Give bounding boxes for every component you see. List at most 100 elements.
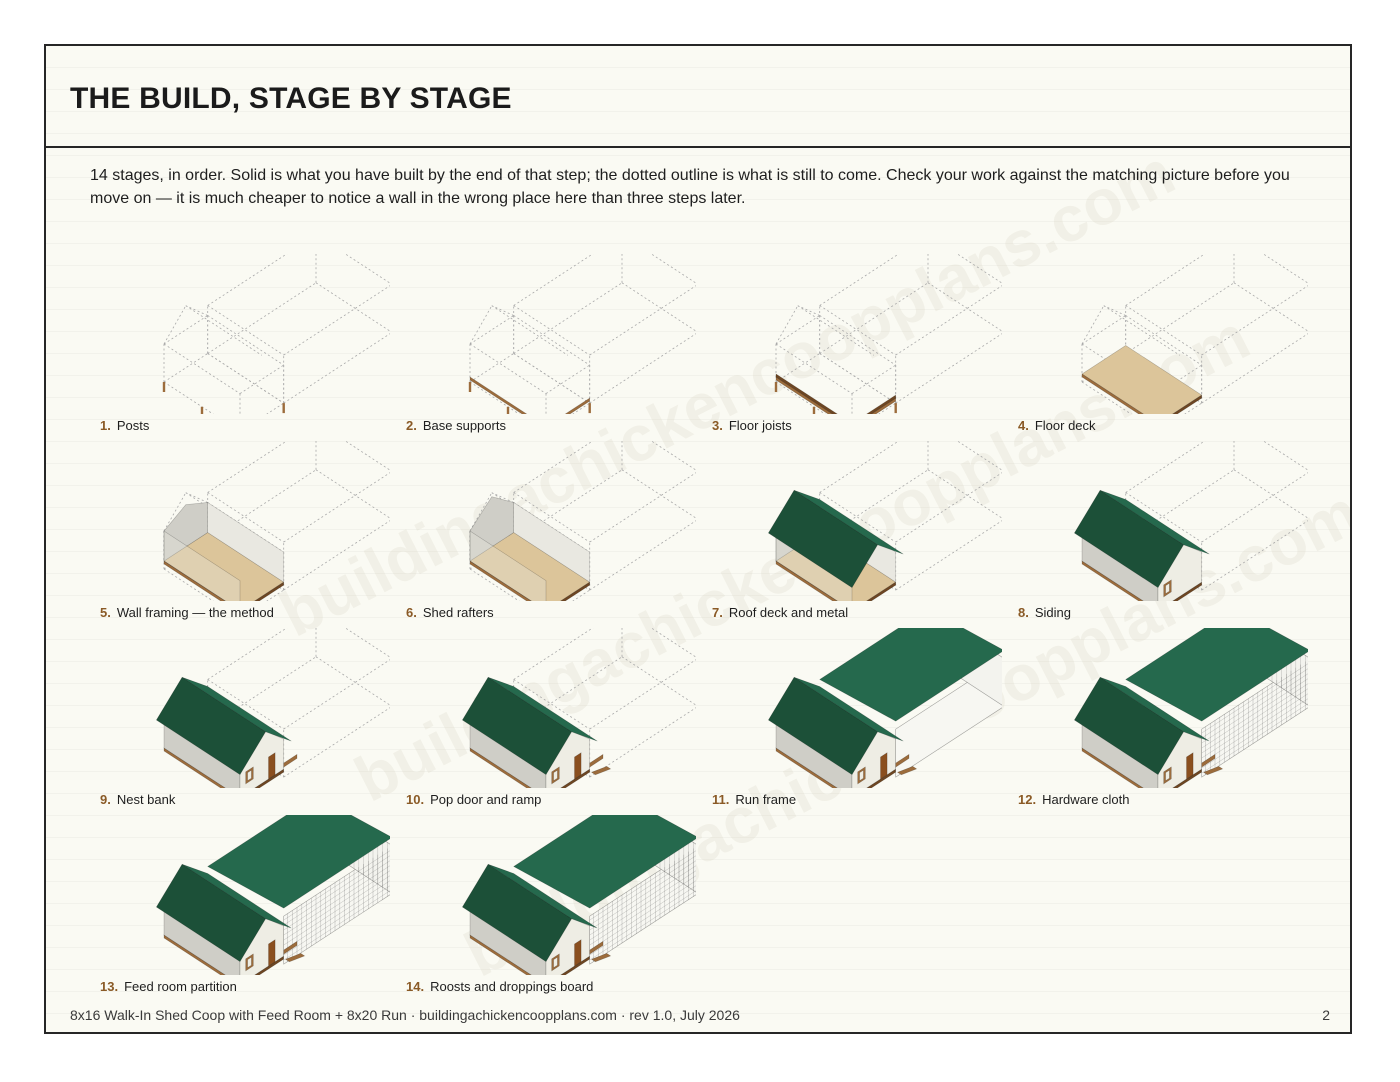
stage-number: 14. — [406, 979, 425, 994]
future-outline — [621, 469, 696, 519]
stage-8-drawing — [1073, 441, 1308, 601]
hardware-cloth-line — [283, 870, 390, 941]
future-outline — [185, 305, 208, 316]
future-outline — [513, 469, 623, 541]
roof-right-slope — [1099, 677, 1210, 742]
future-outline — [239, 364, 284, 394]
stage-label: Shed rafters — [422, 605, 494, 620]
wall-left — [163, 502, 209, 562]
pop-door-ramp — [590, 766, 612, 776]
future-outline — [163, 353, 208, 383]
future-outline — [315, 282, 390, 332]
window-pane — [553, 769, 558, 782]
stage-number: 8. — [1018, 605, 1029, 620]
future-outline — [1201, 285, 1308, 356]
stage-3: 3.Floor joists — [702, 254, 1002, 440]
future-outline — [513, 315, 590, 366]
stage-caption: 2.Base supports — [406, 418, 506, 433]
hardware-cloth-line — [1201, 663, 1308, 734]
stage-caption: 11.Run frame — [712, 792, 796, 807]
future-outline — [775, 381, 826, 414]
nest-bank — [895, 753, 910, 768]
future-outline — [895, 520, 1002, 591]
door — [268, 752, 276, 780]
stage-12: 12.Hardware cloth — [1008, 628, 1308, 814]
floor-joist-band — [775, 373, 838, 414]
stage-9: 9.Nest bank — [90, 628, 390, 814]
future-outline — [283, 333, 390, 404]
run-roof — [1125, 628, 1308, 722]
future-outline — [589, 472, 696, 543]
stage-caption: 10.Pop door and ramp — [406, 792, 541, 807]
future-outline — [469, 492, 493, 532]
run-roof — [513, 815, 696, 909]
stage-caption: 1.Posts — [100, 418, 149, 433]
future-outline — [207, 502, 284, 553]
window-pane — [247, 769, 252, 782]
door — [880, 752, 888, 780]
floor-deck-edge-side — [469, 560, 532, 601]
future-outline — [207, 469, 317, 541]
stage-number: 2. — [406, 418, 417, 433]
roof-right-slope — [1099, 490, 1210, 555]
future-outline — [513, 305, 590, 356]
floor-deck-edge-side — [163, 560, 226, 601]
page-number: 2 — [1322, 1007, 1330, 1023]
stage-caption: 13.Feed room partition — [100, 979, 237, 994]
stage-label: Posts — [116, 418, 150, 433]
stage-7-drawing — [767, 441, 1002, 601]
future-outline — [283, 707, 390, 778]
hardware-cloth-line — [589, 890, 696, 961]
future-outline — [513, 254, 594, 306]
roof-right-slope — [181, 864, 292, 929]
stage-1: 1.Posts — [90, 254, 390, 440]
nest-bank — [589, 940, 604, 955]
floor-deck-edge-front — [560, 581, 590, 601]
future-outline — [1201, 333, 1308, 404]
hardware-cloth-line — [1201, 678, 1308, 749]
future-outline — [469, 305, 493, 345]
floor-deck-edge-side — [775, 560, 838, 601]
stage-10-illustration — [461, 628, 696, 788]
window-pane — [1165, 582, 1170, 595]
future-outline — [344, 254, 390, 284]
run-roof — [819, 628, 1002, 722]
stage-10-drawing — [461, 628, 696, 788]
stage-number: 5. — [100, 605, 111, 620]
window-pane — [859, 769, 864, 782]
stage-3-drawing — [774, 254, 1002, 414]
future-outline — [185, 492, 208, 503]
future-outline — [266, 402, 284, 414]
future-outline — [797, 305, 820, 316]
roof-right-slope — [181, 677, 292, 742]
future-outline — [163, 305, 187, 345]
future-outline — [491, 305, 514, 316]
stage-7: 7.Roof deck and metal — [702, 441, 1002, 627]
future-outline — [895, 333, 1002, 404]
stage-2-drawing — [468, 254, 696, 414]
stage-14-drawing — [461, 815, 696, 975]
hardware-cloth-line — [1201, 703, 1308, 774]
base-support-side — [469, 376, 528, 414]
stage-label: Hardware cloth — [1042, 792, 1130, 807]
future-outline — [469, 568, 520, 601]
page-header: THE BUILD, STAGE BY STAGE — [46, 46, 1350, 148]
nest-bank — [283, 753, 298, 768]
hardware-cloth-line — [283, 885, 390, 956]
hardware-cloth-line — [589, 875, 696, 946]
stage-6-drawing — [469, 441, 696, 601]
future-outline — [1233, 469, 1308, 519]
hardware-cloth-line — [283, 875, 390, 946]
future-outline — [1103, 305, 1126, 316]
nest-bank — [1201, 753, 1216, 768]
floor-joist-band-front — [866, 394, 896, 414]
future-outline — [207, 353, 284, 404]
future-outline — [1081, 315, 1126, 345]
future-outline — [895, 285, 1002, 356]
future-outline — [1201, 472, 1308, 543]
future-outline — [545, 364, 590, 394]
roof-right-slope — [793, 490, 904, 555]
stage-number: 7. — [712, 605, 723, 620]
future-outline — [207, 679, 284, 730]
hardware-cloth-line — [283, 860, 390, 931]
